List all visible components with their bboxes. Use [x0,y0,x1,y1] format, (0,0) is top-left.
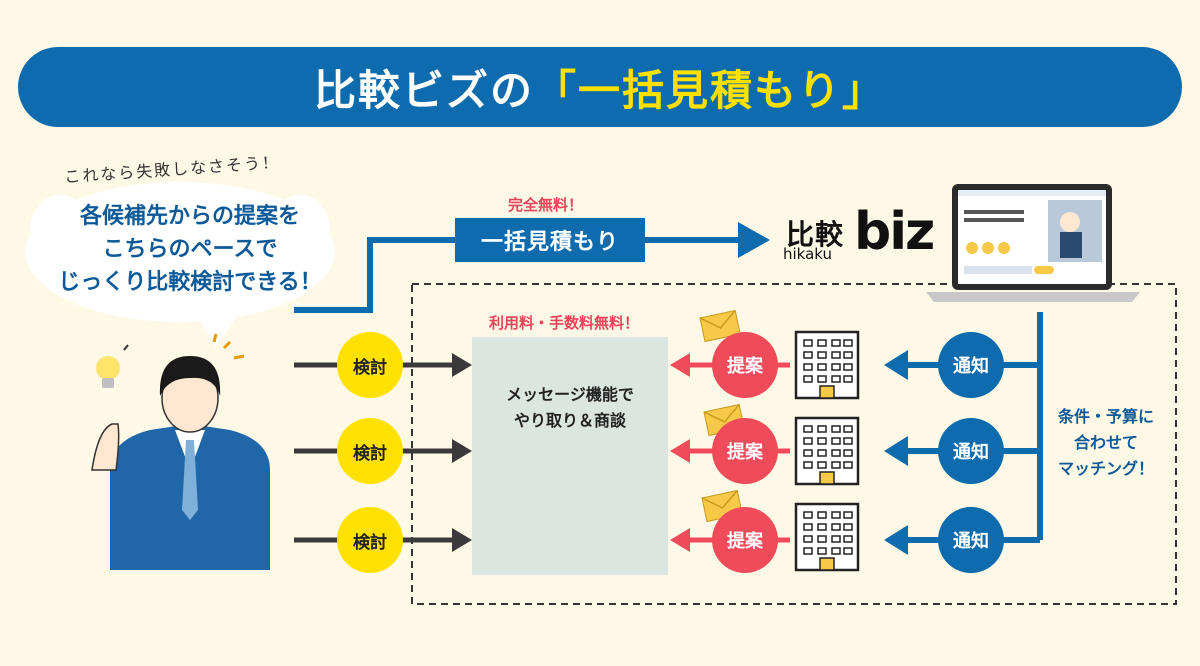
tsuchi-badge: 通知 [938,332,1004,398]
message-line: メッセージ機能で [506,385,634,404]
matching-line: 合わせて [1073,433,1138,452]
message-line: やり取り＆商談 [513,411,626,430]
title-main: 比較ビズの [313,65,534,115]
envelope-icon [699,309,741,343]
fee-free-label: 利用料・手数料無料！ [489,314,640,332]
speech-line: じっくり比較検討できる！ [58,270,322,295]
message-panel-text: メッセージ機能で やり取り＆商談 [472,382,668,434]
message-panel [472,337,668,575]
kentou-badge: 検討 [337,332,403,398]
building-icon [794,330,860,400]
teian-badge: 提案 [712,332,778,398]
title-banner: 比較ビズの「一括見積もり」 [18,47,1182,127]
kentou-badge: 検討 [337,418,403,484]
title-highlight: 「一括見積もり」 [534,65,887,115]
free-label: 完全無料！ [508,196,584,214]
dashed-region [411,283,1177,605]
matching-line: マッチング！ [1057,459,1154,478]
building-icon [794,416,860,486]
matching-text: 条件・予算に 合わせて マッチング！ [1050,404,1162,482]
logo-brand: biz [854,202,935,262]
speech-bubble [25,182,335,348]
speech-line: 各候補先からの提案を [79,204,300,229]
speech-bubble-text: 各候補先からの提案を こちらのペースで じっくり比較検討できる！ [40,200,340,299]
tsuchi-badge: 通知 [938,418,1004,484]
logo-roman: hikaku [783,245,833,263]
businessman-icon [91,333,270,570]
logo-kanji: 比較 [786,218,845,251]
request-line [294,237,455,313]
tsuchi-badge: 通知 [938,507,1004,573]
laptop-website-icon [926,184,1140,302]
teian-badge: 提案 [712,418,778,484]
speech-line: こちらのペースで [102,237,278,262]
teian-badge: 提案 [712,507,778,573]
building-icon [794,502,860,572]
kentou-badge: 検討 [337,507,403,573]
request-arrowhead [738,222,770,258]
ikkatsu-box: 一括見積もり [455,218,645,262]
matching-line: 条件・予算に [1057,407,1154,426]
lightbulb-icon [96,344,129,388]
